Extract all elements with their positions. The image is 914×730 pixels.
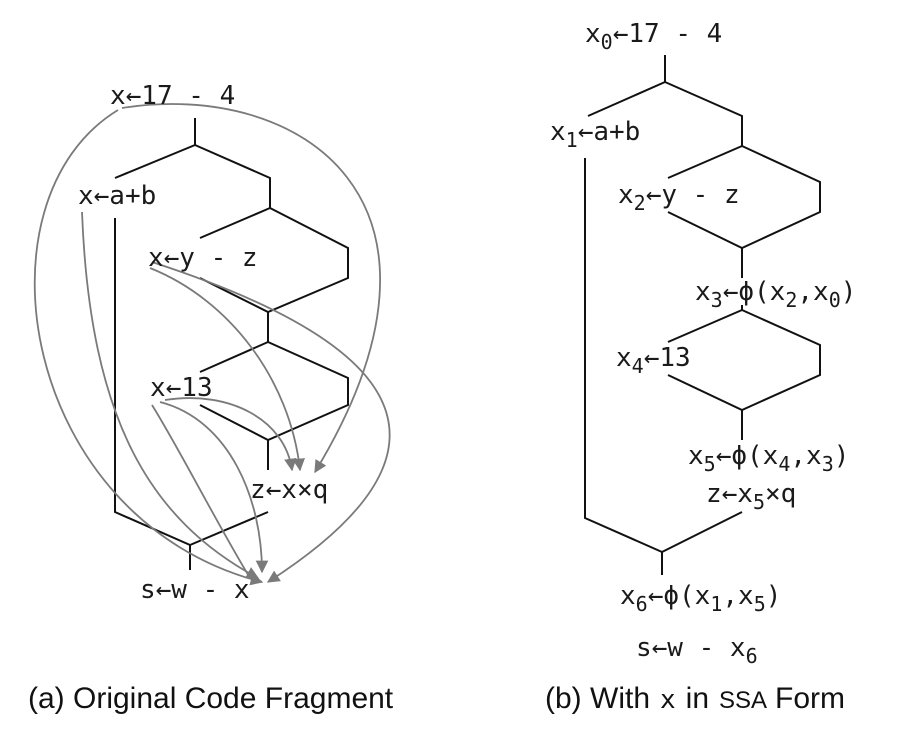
edge-a-split-left — [114, 144, 196, 179]
panel-b-control-flow — [584, 55, 821, 575]
stmt-b-z: z←x5×q — [706, 479, 796, 514]
edge-a-z-out — [189, 511, 269, 546]
chain-x13-to-z — [164, 397, 297, 472]
stmt-a-x-13: x←13 — [150, 373, 213, 403]
chain-xab-to-s — [81, 211, 260, 579]
edge-b-left-down — [584, 158, 663, 553]
stmt-b-x1: x1←a+b — [550, 117, 640, 152]
chain-xyz-to-z — [149, 267, 306, 472]
edge-b-split-left — [587, 81, 666, 117]
stmt-a-x-17-4: x←17 - 4 — [110, 81, 235, 111]
chain-x17-to-s — [33, 109, 264, 586]
edge-a-diamond2 — [199, 341, 349, 442]
edge-b-z-out — [661, 511, 743, 553]
chain-x13-to-s — [159, 401, 269, 574]
caption-a: (a) Original Code Fragment — [28, 682, 394, 715]
stmt-a-s: s←w - x — [140, 575, 250, 605]
edge-a-split-right — [194, 144, 271, 208]
chain-xyz-to-s — [151, 261, 391, 583]
chain-x17-to-z — [121, 103, 381, 474]
edge-b-diamond2 — [667, 309, 821, 412]
panel-a-statements: x←17 - 4 x←a+b x←y - z x←13 z←x×q s←w - … — [78, 81, 328, 605]
panel-b: x0←17 - 4 x1←a+b x2←y - z x3←ϕ(x2,x0) x4… — [545, 19, 856, 715]
panel-a: x←17 - 4 x←a+b x←y - z x←13 z←x×q s←w - … — [28, 81, 394, 715]
stmt-a-x-y-minus-z: x←y - z — [148, 243, 258, 273]
chain-x13-to-s-b — [151, 404, 251, 579]
stmt-b-x5-phi: x5←ϕ(x4,x3) — [688, 441, 849, 476]
edge-a-diamond1 — [199, 207, 349, 314]
stmt-b-x0: x0←17 - 4 — [585, 19, 722, 54]
stmt-a-z: z←x×q — [250, 475, 328, 505]
stmt-b-x2: x2←y - z — [618, 180, 740, 215]
edge-b-split-right — [664, 81, 743, 146]
edge-b-diamond1 — [667, 145, 821, 250]
panel-a-def-use-chains — [33, 103, 391, 586]
stmt-b-x4: x4←13 — [616, 343, 691, 378]
stmt-b-s: s←w - x6 — [636, 633, 758, 668]
stmt-a-x-a-plus-b: x←a+b — [78, 181, 156, 211]
stmt-b-x6-phi: x6←ϕ(x1,x5) — [620, 581, 781, 616]
panel-b-statements: x0←17 - 4 x1←a+b x2←y - z x3←ϕ(x2,x0) x4… — [550, 19, 856, 668]
stmt-b-x3-phi: x3←ϕ(x2,x0) — [695, 277, 856, 312]
